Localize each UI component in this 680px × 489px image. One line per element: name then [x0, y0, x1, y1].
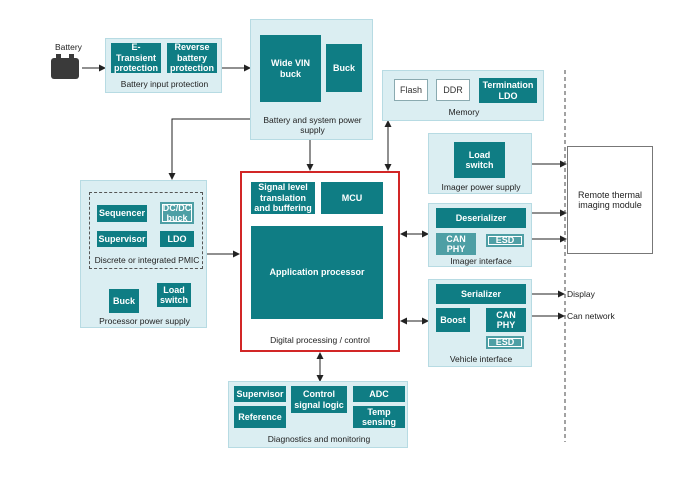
system-buck-block: Buck: [326, 44, 362, 92]
ddr-block: DDR: [436, 79, 470, 101]
vehicle-can-phy-block: CAN PHY: [486, 308, 526, 332]
pmic-ldo-block: LDO: [160, 231, 194, 247]
imager-load-switch-block: Load switch: [454, 142, 505, 178]
system-power-supply-group: Wide VIN buck Buck Battery and system po…: [250, 19, 373, 140]
signal-level-translation-block: Signal level translation and buffering: [251, 182, 315, 214]
diagnostics-caption: Diagnostics and monitoring: [267, 434, 371, 444]
imager-power-supply-caption: Imager power supply: [441, 182, 521, 192]
imager-power-supply-group: Load switch Imager power supply: [428, 133, 532, 194]
processor-power-supply-caption: Processor power supply: [99, 316, 190, 326]
sequencer-block: Sequencer: [97, 205, 147, 222]
imager-interface-caption: Imager interface: [450, 256, 512, 266]
pmic-dashed-group: Sequencer DC/DC buck Supervisor LDO Disc…: [89, 192, 203, 269]
dcdc-buck-block: DC/DC buck: [160, 202, 194, 224]
adc-block: ADC: [353, 386, 405, 402]
reverse-battery-protection-block: Reverse battery protection: [167, 42, 217, 73]
digital-processing-frame: Signal level translation and buffering M…: [240, 171, 400, 352]
processor-load-switch-block: Load switch: [157, 283, 191, 307]
display-label: Display: [567, 289, 595, 299]
diagnostics-group: Supervisor Control signal logic ADC Refe…: [228, 381, 408, 448]
e-transient-protection-block: E-Transient protection: [111, 42, 161, 73]
memory-caption: Memory: [448, 107, 480, 117]
battery-input-protection-caption: Battery input protection: [120, 79, 209, 89]
arrow-power-to-processor-power: [168, 118, 250, 180]
imager-interface-group: Deserializer CAN PHY ESD Imager interfac…: [428, 203, 532, 267]
control-signal-logic-block: Control signal logic: [291, 386, 347, 413]
termination-ldo-block: Termination LDO: [479, 78, 537, 103]
temp-sensing-block: Temp sensing: [353, 406, 405, 428]
imager-esd-block: ESD: [486, 234, 524, 247]
flash-block: Flash: [394, 79, 428, 101]
remote-thermal-imaging-module: Remote thermal imaging module: [567, 146, 653, 254]
deserializer-block: Deserializer: [436, 208, 526, 228]
can-network-label: Can network: [567, 311, 615, 321]
vehicle-interface-group: Serializer Boost CAN PHY ESD Vehicle int…: [428, 279, 532, 367]
diagnostics-supervisor-block: Supervisor: [234, 386, 286, 402]
pmic-supervisor-block: Supervisor: [97, 231, 147, 247]
battery-icon: [51, 54, 79, 79]
pmic-caption: Discrete or integrated PMIC: [94, 255, 200, 265]
imager-can-phy-block: CAN PHY: [436, 233, 476, 255]
system-power-supply-caption: Battery and system power supply: [263, 115, 362, 136]
reference-block: Reference: [234, 406, 286, 428]
digital-processing-caption: Digital processing / control: [270, 335, 370, 345]
boost-block: Boost: [436, 308, 470, 332]
application-processor-block: Application processor: [251, 226, 383, 319]
mcu-block: MCU: [321, 182, 383, 214]
battery-label: Battery: [55, 42, 82, 52]
vehicle-esd-block: ESD: [486, 336, 524, 349]
memory-group: Flash DDR Termination LDO Memory: [382, 70, 544, 121]
serializer-block: Serializer: [436, 284, 526, 304]
wide-vin-buck-block: Wide VIN buck: [260, 35, 321, 102]
battery-input-protection-group: E-Transient protection Reverse battery p…: [105, 38, 222, 93]
vehicle-interface-caption: Vehicle interface: [449, 354, 513, 364]
processor-buck-block: Buck: [109, 289, 139, 313]
